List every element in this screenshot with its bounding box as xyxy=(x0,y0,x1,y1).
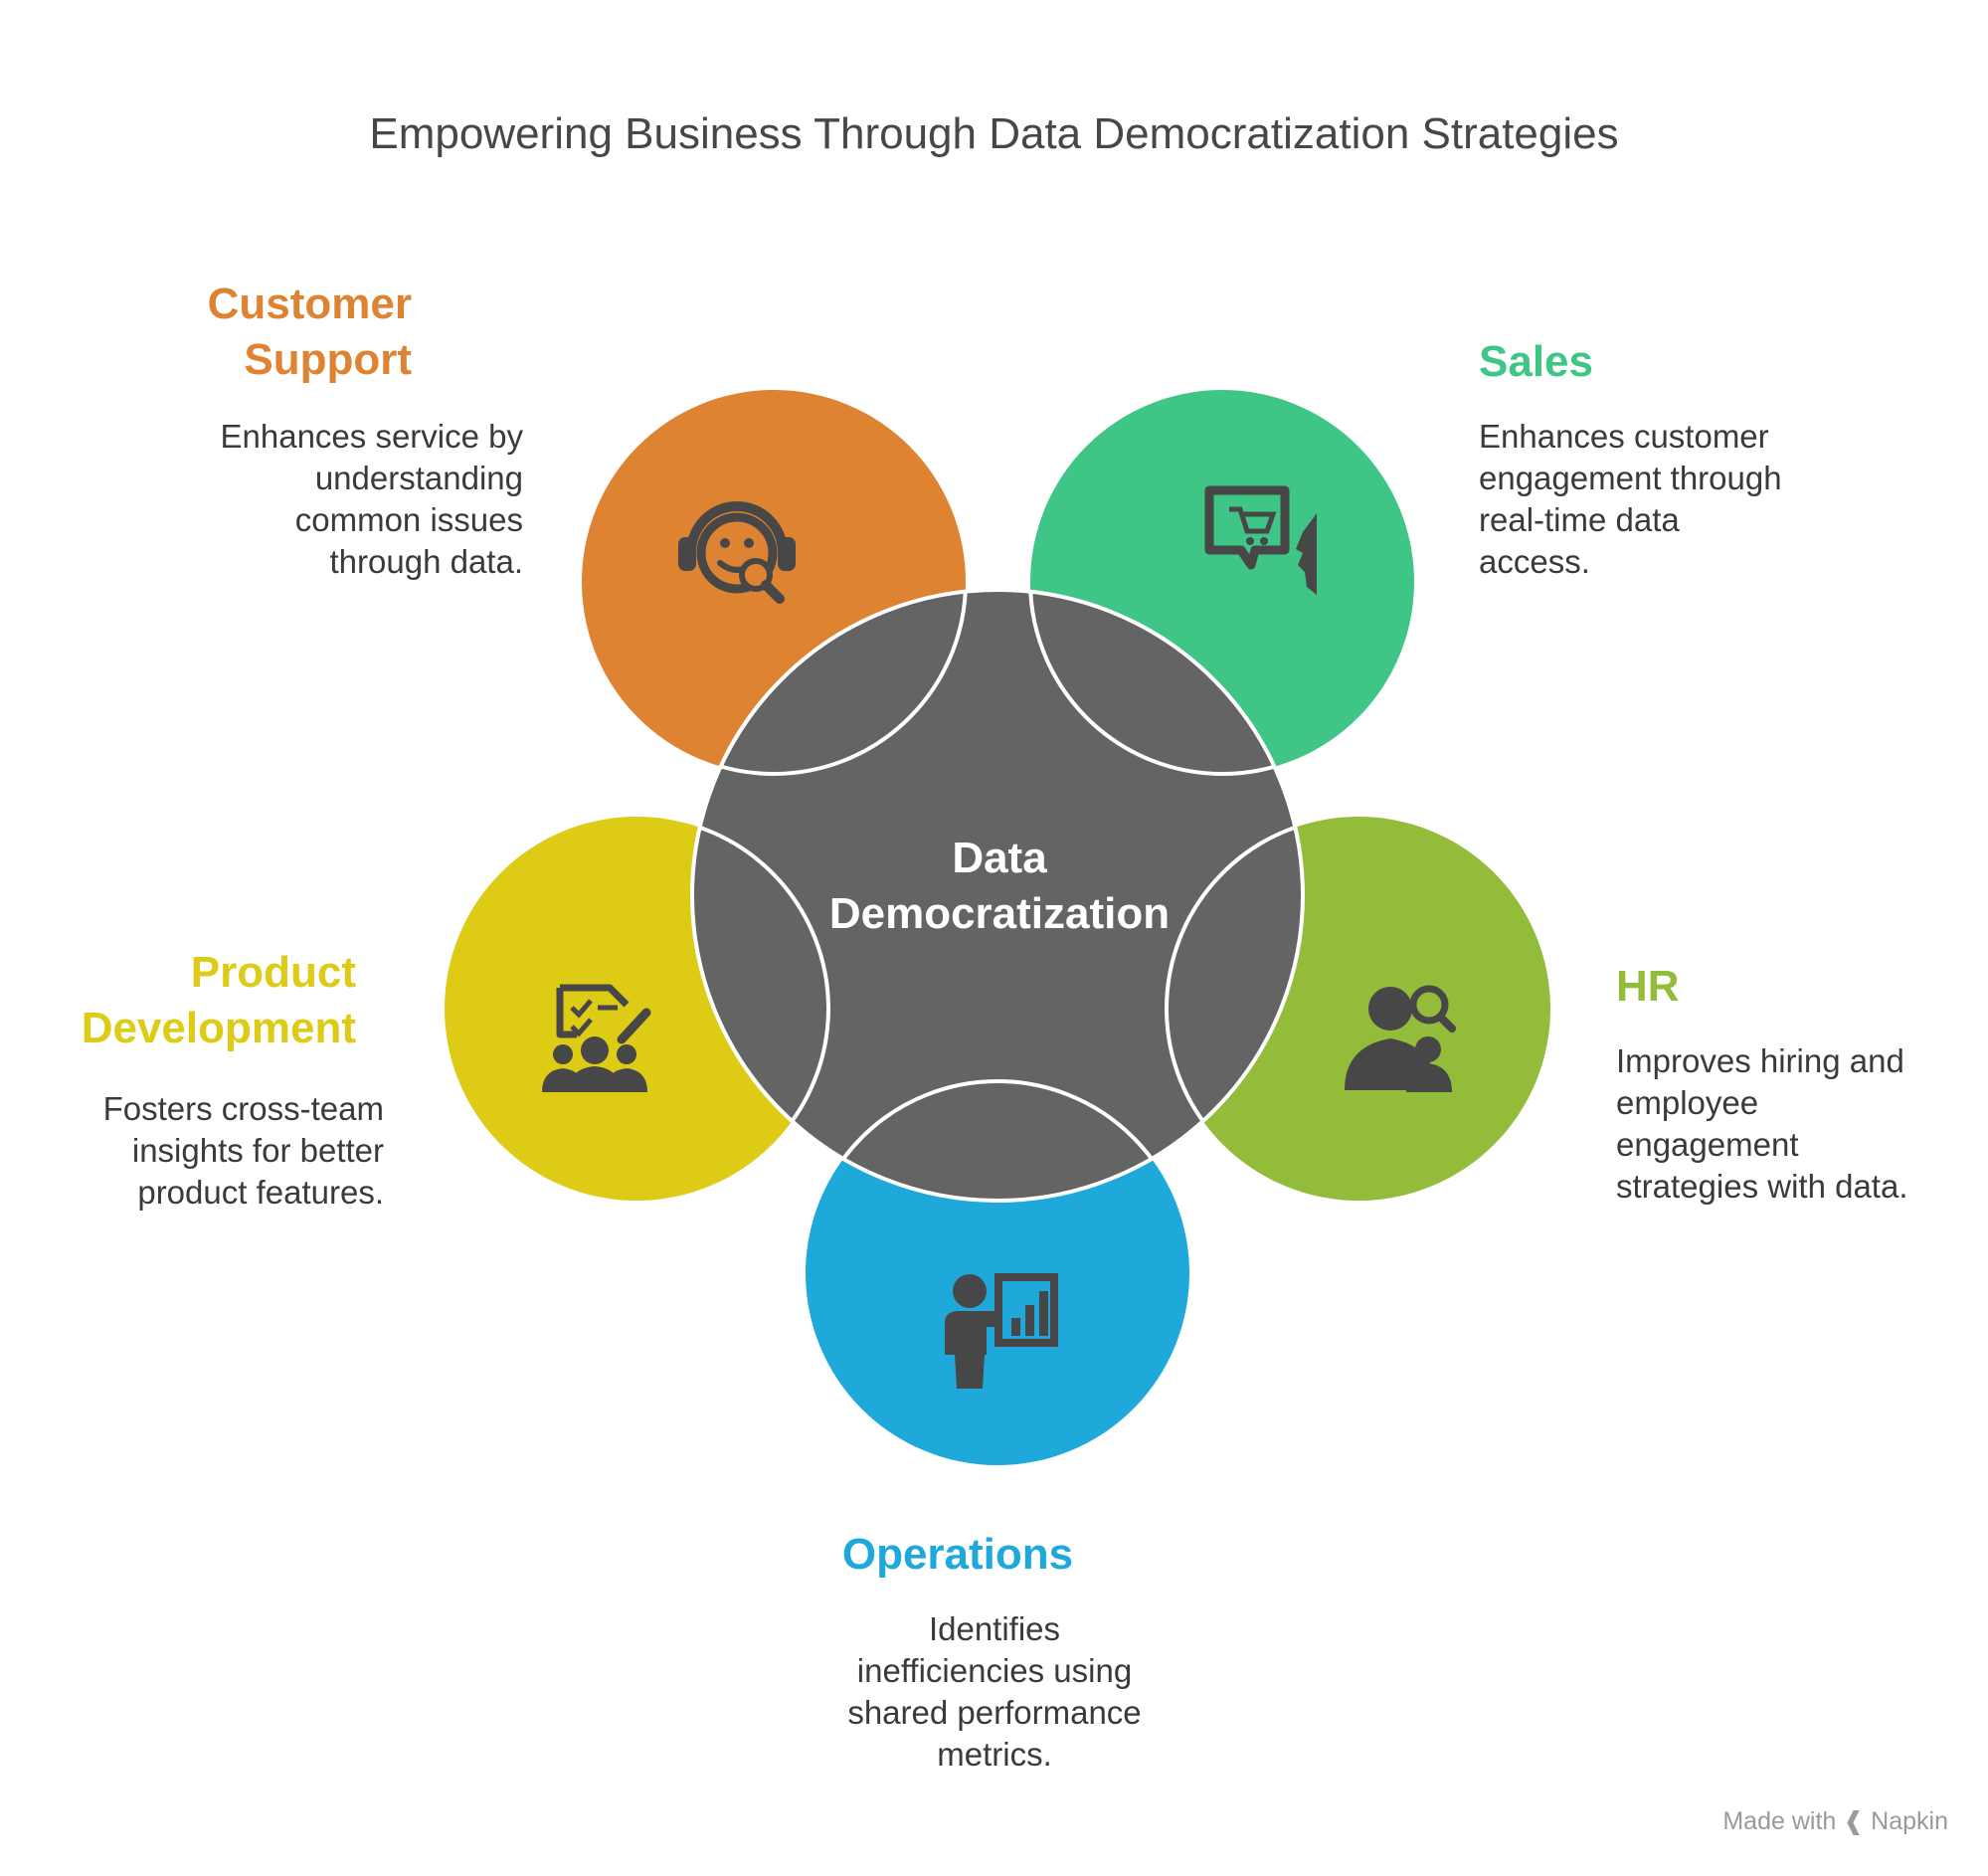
product-development-desc-line-3: product features. xyxy=(137,1174,384,1211)
center-circle xyxy=(690,588,1305,1203)
product-development-title-line-1: Product xyxy=(190,948,356,997)
made-with-napkin-badge: Made with ❰ Napkin xyxy=(1722,1806,1948,1836)
product-development-desc-line-2: insights for better xyxy=(131,1132,384,1169)
product-development-desc-line-1: Fosters cross-team xyxy=(102,1090,384,1127)
customer-support-title: Customer Support xyxy=(208,277,412,388)
operations-description: Identifies inefficiencies using shared p… xyxy=(796,1608,1193,1776)
sales-desc-line-1: Enhances customer xyxy=(1479,418,1769,455)
napkin-brand-text: Napkin xyxy=(1871,1807,1948,1835)
product-development-title: Product Development xyxy=(82,945,356,1056)
hr-title-line-1: HR xyxy=(1616,962,1680,1011)
sales-description: Enhances customer engagement through rea… xyxy=(1479,416,1782,583)
operations-desc-line-1: Identifies xyxy=(928,1610,1061,1647)
diagram-title: Empowering Business Through Data Democra… xyxy=(369,109,1619,158)
customer-support-overlap-arc xyxy=(692,590,968,776)
center-label: Data Democratization xyxy=(776,831,1223,942)
customer-support-title-line-2: Support xyxy=(244,335,412,384)
customer-support-desc-line-1: Enhances service by xyxy=(220,418,524,455)
operations-desc-line-2: inefficiencies using xyxy=(856,1652,1133,1689)
operations-title: Operations xyxy=(759,1527,1157,1583)
center-label-line-1: Data xyxy=(952,834,1047,882)
operations-desc-line-3: shared performance xyxy=(847,1694,1142,1731)
made-with-text: Made with xyxy=(1722,1807,1837,1835)
product-development-overlap-arc xyxy=(692,815,830,1201)
hr-title: HR xyxy=(1616,959,1680,1015)
hr-desc-line-4: strategies with data. xyxy=(1616,1168,1908,1205)
presenter-chart-icon xyxy=(945,1273,1058,1389)
hr-desc-line-1: Improves hiring and xyxy=(1616,1042,1904,1079)
customer-support-desc-line-3: common issues xyxy=(294,501,523,538)
team-checklist-icon xyxy=(542,984,651,1092)
product-development-description: Fosters cross-team insights for better p… xyxy=(103,1088,384,1214)
sales-desc-line-3: real-time data xyxy=(1479,501,1680,538)
sales-desc-line-2: engagement through xyxy=(1479,460,1782,496)
operations-desc-line-4: metrics. xyxy=(937,1736,1052,1773)
hr-description: Improves hiring and employee engagement … xyxy=(1616,1040,1908,1208)
customer-support-desc-line-4: through data. xyxy=(329,543,524,580)
customer-support-title-line-1: Customer xyxy=(207,280,412,328)
operations-title-line-1: Operations xyxy=(841,1530,1074,1579)
customer-support-description: Enhances service by understanding common… xyxy=(221,416,524,583)
hr-desc-line-2: employee xyxy=(1616,1084,1759,1121)
sales-title: Sales xyxy=(1479,334,1593,390)
hr-desc-line-3: engagement xyxy=(1616,1126,1799,1163)
people-search-icon xyxy=(1345,985,1456,1092)
operations-overlap-arc xyxy=(804,1079,1191,1201)
product-development-title-line-2: Development xyxy=(81,1004,356,1052)
center-label-line-2: Democratization xyxy=(828,889,1171,938)
hr-overlap-arc xyxy=(1165,815,1303,1201)
shopping-cart-chat-icon xyxy=(1204,485,1317,595)
sales-title-line-1: Sales xyxy=(1479,337,1593,386)
sales-desc-line-4: access. xyxy=(1479,543,1590,580)
sales-overlap-arc xyxy=(1028,590,1303,776)
napkin-logo-icon: ❰ xyxy=(1843,1807,1865,1835)
customer-support-desc-line-2: understanding xyxy=(314,460,523,496)
headset-search-icon xyxy=(678,501,796,604)
